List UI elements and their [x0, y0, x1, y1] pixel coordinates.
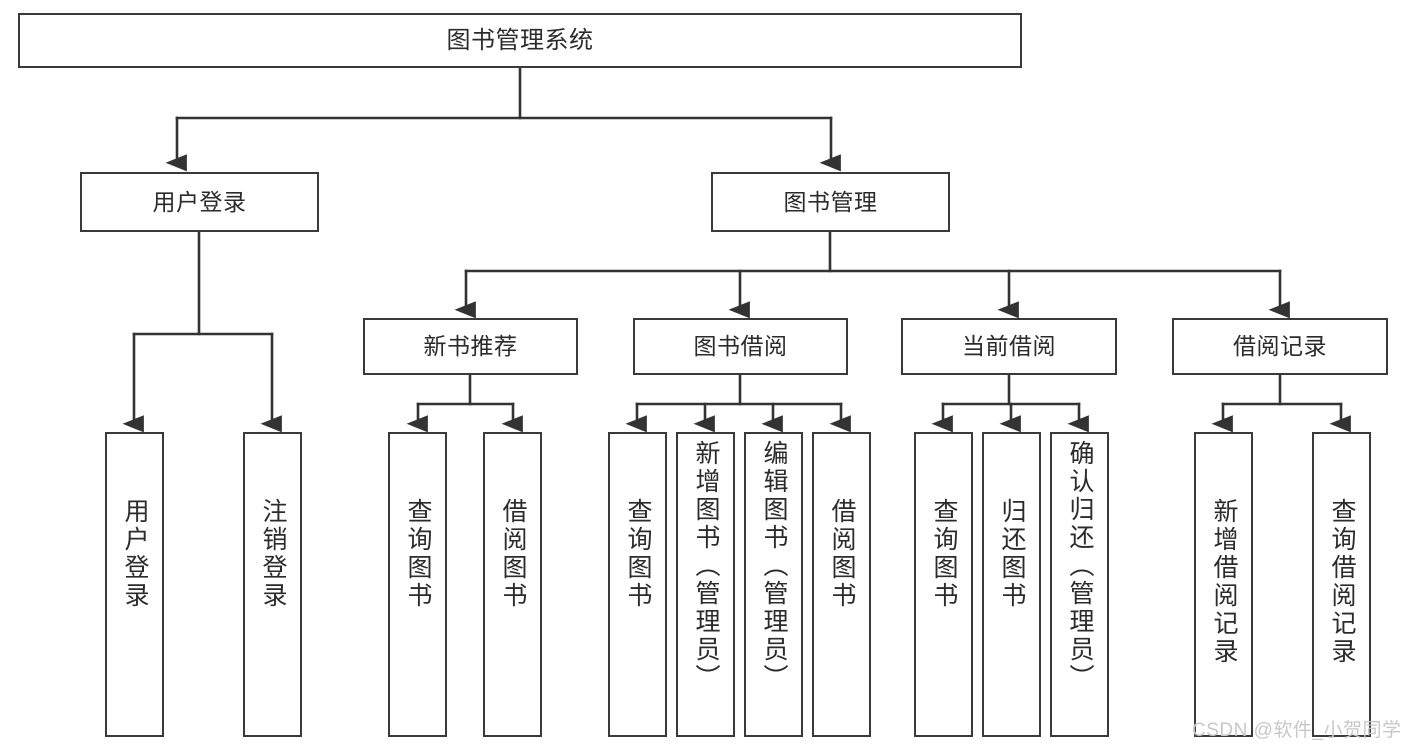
node-label: 编辑图书（管理员）	[760, 440, 788, 692]
node-label: 查询图书	[624, 498, 652, 610]
leaf-add-book-admin[interactable]: 新增图书（管理员）	[676, 432, 735, 737]
node-new-book-recommend[interactable]: 新书推荐	[363, 318, 578, 375]
node-label: 借阅图书	[499, 498, 527, 610]
node-label: 用户登录	[121, 498, 149, 610]
leaf-borrow-book-recommend[interactable]: 借阅图书	[483, 432, 542, 737]
node-label: 归还图书	[998, 498, 1026, 610]
node-book-borrow[interactable]: 图书借阅	[633, 318, 848, 375]
node-label: 用户登录	[152, 188, 247, 215]
node-label: 图书管理系统	[446, 26, 594, 54]
leaf-add-borrow-record[interactable]: 新增借阅记录	[1194, 432, 1253, 737]
leaf-query-book-current[interactable]: 查询图书	[914, 432, 973, 737]
node-label: 当前借阅	[962, 333, 1056, 360]
leaf-return-book[interactable]: 归还图书	[982, 432, 1041, 737]
node-label: 新书推荐	[423, 333, 518, 360]
node-label: 确认归还（管理员）	[1066, 440, 1094, 692]
leaf-query-borrow-record[interactable]: 查询借阅记录	[1312, 432, 1371, 737]
leaf-edit-book-admin[interactable]: 编辑图书（管理员）	[744, 432, 803, 737]
node-label: 图书借阅	[693, 333, 788, 360]
node-label: 注销登录	[259, 498, 287, 610]
csdn-watermark: CSDN @软件_小贺同学	[1192, 720, 1402, 741]
node-label: 借阅记录	[1233, 333, 1327, 360]
leaf-user-login[interactable]: 用户登录	[105, 432, 164, 737]
node-book-management[interactable]: 图书管理	[711, 172, 950, 232]
node-label: 查询借阅记录	[1328, 498, 1356, 666]
node-borrow-record[interactable]: 借阅记录	[1172, 318, 1388, 375]
leaf-confirm-return-admin[interactable]: 确认归还（管理员）	[1050, 432, 1109, 737]
node-current-borrow[interactable]: 当前借阅	[901, 318, 1117, 375]
node-user-login[interactable]: 用户登录	[80, 172, 319, 232]
node-label: 新增借阅记录	[1210, 498, 1238, 666]
node-label: 图书管理	[783, 188, 878, 215]
node-label: 查询图书	[404, 498, 432, 610]
leaf-query-book-borrow[interactable]: 查询图书	[608, 432, 667, 737]
leaf-borrow-book[interactable]: 借阅图书	[812, 432, 871, 737]
node-label: 借阅图书	[828, 498, 856, 610]
leaf-user-logout[interactable]: 注销登录	[243, 432, 302, 737]
leaf-query-book-recommend[interactable]: 查询图书	[388, 432, 447, 737]
node-book-management-system[interactable]: 图书管理系统	[18, 13, 1022, 68]
node-label: 新增图书（管理员）	[692, 440, 720, 692]
node-label: 查询图书	[930, 498, 958, 610]
